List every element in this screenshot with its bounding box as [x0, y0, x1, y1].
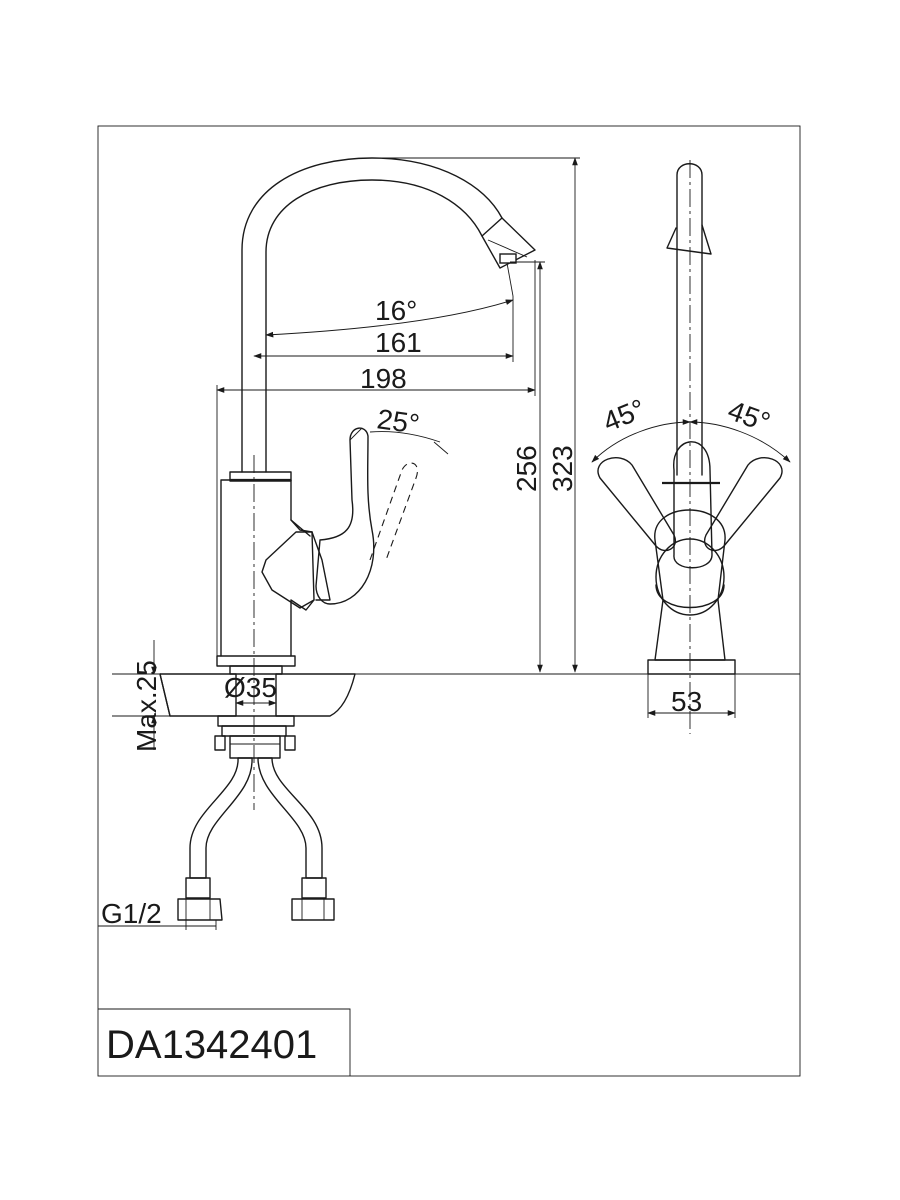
- lever-tip: [349, 427, 363, 441]
- aerator: [499, 253, 517, 264]
- lever-rotated-outline: [369, 462, 418, 561]
- dim-side-angle-right: 45°: [724, 395, 774, 439]
- spout-outer: [241, 157, 503, 473]
- spout-head-line: [487, 239, 528, 258]
- side-view: [591, 160, 791, 734]
- front-dimensions: [98, 157, 580, 930]
- dim-reach-161: 161: [375, 327, 422, 358]
- dim-deck-max: Max.25: [131, 660, 162, 752]
- dim-base-width: 53: [671, 686, 702, 717]
- dim-reach-198: 198: [360, 363, 407, 394]
- title-box: [98, 1008, 351, 1076]
- mounting-hardware: [214, 715, 296, 759]
- base-seal: [229, 665, 283, 675]
- flow-line: [506, 262, 514, 297]
- dim-hole-diameter: Ø35: [224, 672, 277, 703]
- fitting-left: [177, 898, 223, 921]
- model-code: DA1342401: [106, 1023, 317, 1067]
- dim-thread: G1/2: [101, 898, 162, 929]
- drawing-frame: [97, 125, 801, 1077]
- lever: [315, 427, 375, 605]
- body-left: [220, 479, 311, 657]
- handle-hub-front: [311, 531, 331, 601]
- base-plate: [216, 655, 296, 667]
- spout-head: [481, 217, 536, 269]
- handle-hub: [261, 531, 315, 609]
- supply-hoses: [177, 757, 335, 921]
- dim-lever-angle: 25°: [375, 403, 421, 440]
- dim-height-323: 323: [547, 445, 578, 492]
- front-view: [216, 157, 536, 810]
- dim-spout-angle: 16°: [375, 295, 417, 326]
- fitting-right: [291, 898, 335, 921]
- body-right: [290, 519, 315, 657]
- spout-inner: [265, 179, 483, 473]
- dim-height-256: 256: [511, 445, 542, 492]
